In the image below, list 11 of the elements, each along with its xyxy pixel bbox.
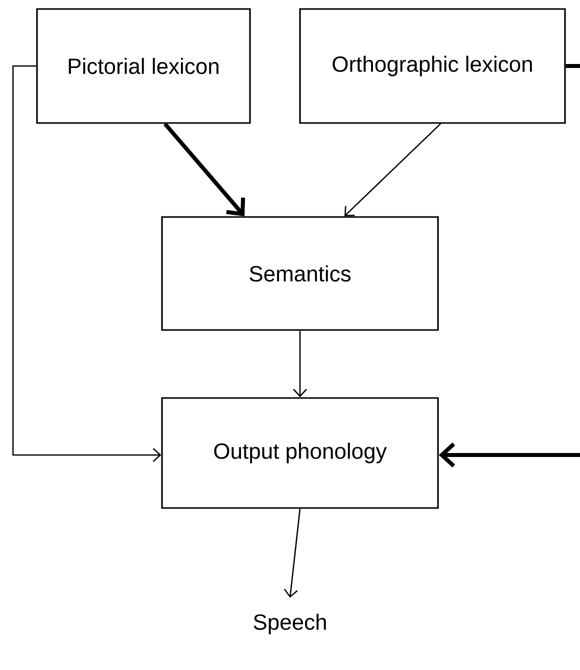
arrow xyxy=(344,123,441,216)
arrow xyxy=(12,65,162,462)
arrow xyxy=(284,508,301,598)
process-box: Pictorial lexicon xyxy=(36,8,251,124)
process-box: Orthographic lexicon xyxy=(299,8,566,124)
process-box: Output phonology xyxy=(161,397,439,509)
arrow xyxy=(438,64,580,468)
arrow xyxy=(163,122,246,216)
arrow xyxy=(293,330,307,398)
process-box: Semantics xyxy=(161,216,439,331)
output-label: Speech xyxy=(254,614,326,634)
